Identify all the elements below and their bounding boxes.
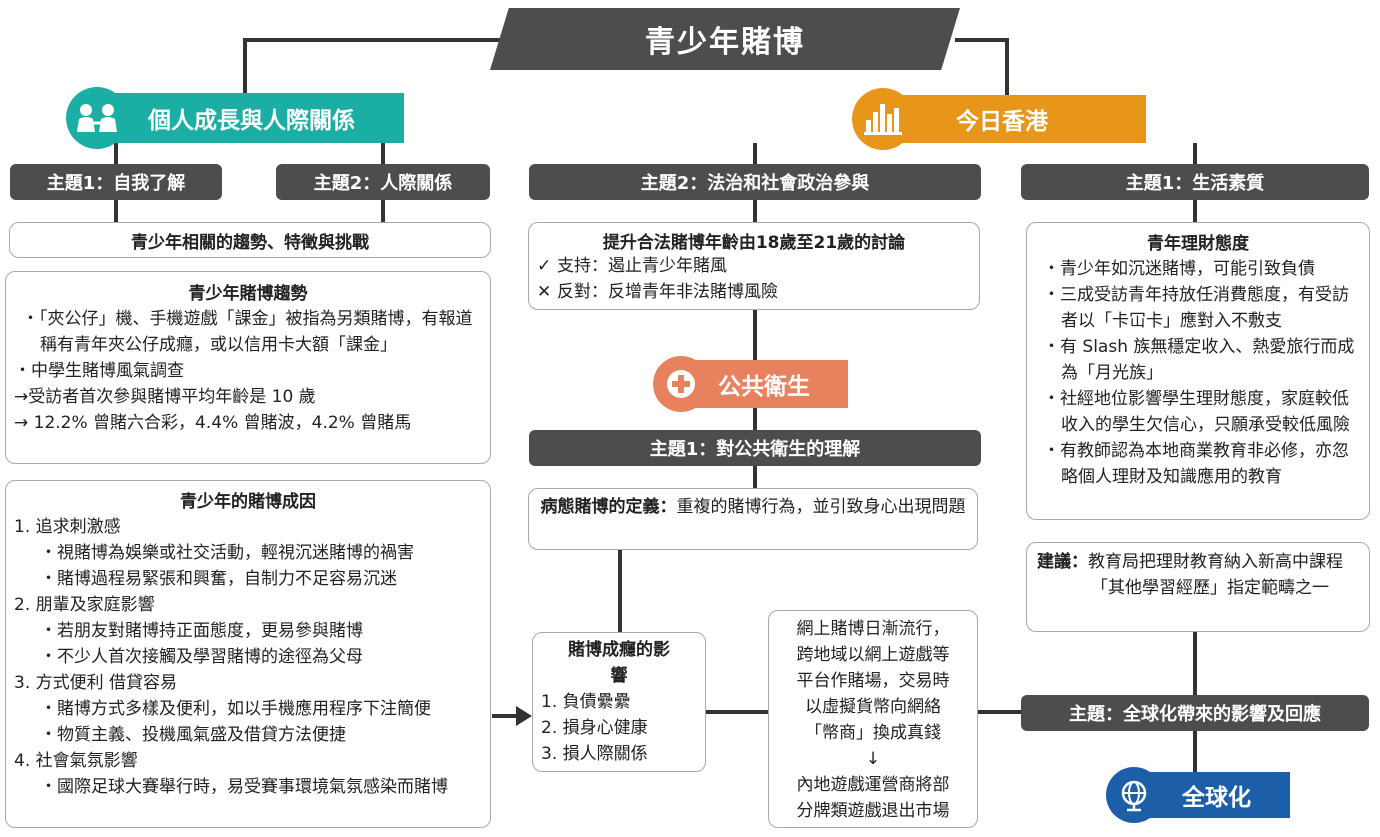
cause-4-title: 4. 社會氣氛影響 [14,751,138,771]
cross-icon: ✕ [537,282,552,302]
category-personal: 個人成長與人際關係 [66,87,404,149]
connector-title-hongkong [955,38,1009,97]
category-health: 公共衛生 [653,356,848,412]
definition-box: 病態賭博的定義：重複的賭博行為，並引致身心出現問題 [528,488,978,550]
globe-icon [1106,767,1162,823]
finance-item-5: ・有教師認為本地商業教育非必修，亦忽略個人理財及知識應用的教育 [1043,441,1349,487]
online-gambling-box: 網上賭博日漸流行， 跨地域以網上遊戲等 平台作賭場，交易時 以虛擬貨幣向網絡 「… [768,610,978,828]
gambling-trends-heading: 青少年賭博趨勢 [188,284,308,304]
theme-law: 主題2：法治和社會政治參與 [529,164,981,200]
cause-3-point-2: ・物質主義、投機風氣盛及借貸方法便捷 [40,725,346,745]
age-discussion-box: 提升合法賭博年齡由18歲至21歲的討論 ✓支持：遏止青少年賭風 ✕反對：反增青年… [528,222,980,310]
main-title: 青少年賭博 [490,8,960,70]
cause-4-point-1: ・國際足球大賽舉行時，易受賽事環境氣氛感染而賭博 [40,777,448,797]
cause-2-point-2: ・不少人首次接觸及學習賭博的途徑為父母 [40,647,363,667]
theme-health: 主題1：對公共衛生的理解 [529,430,981,466]
theme-global: 主題：全球化帶來的影響及回應 [1021,695,1369,731]
cause-1-title: 1. 追求刺激感 [14,517,121,537]
cause-3-point-1: ・賭博方式多樣及便利，如以手機應用程序下注簡便 [40,699,431,719]
impact-item-1: 1. 負債纍纍 [541,692,631,712]
gambling-trends-box: 青少年賭博趨勢 ・「夾公仔」機、手機遊戲「課金」被指為另類賭博，有報道稱有青年夾… [5,271,491,464]
cause-1-point-1: ・視賭博為娛樂或社交活動，輕視沉迷賭博的禍害 [40,543,414,563]
connector-title-personal [243,38,500,95]
finance-item-2: ・三成受訪青年持放任消費態度，有受訪者以「卡冚卡」應對入不敷支 [1043,285,1349,331]
cause-2-title: 2. 朋輩及家庭影響 [14,595,155,615]
cause-2-point-1: ・若朋友對賭博持正面態度，更易參與賭博 [40,621,363,641]
people-icon [66,87,128,149]
gambling-causes-heading: 青少年的賭博成因 [180,492,316,512]
impact-item-2: 2. 損身心健康 [541,718,648,738]
cause-1-point-2: ・賭博過程易緊張和興奮，自制力不足容易沉迷 [40,569,397,589]
finance-item-3: ・有 Slash 族無穩定收入、熱愛旅行而成為「月光族」 [1043,337,1355,383]
city-skyline-icon [852,88,914,150]
cause-3-title: 3. 方式便利 借貸容易 [14,673,178,693]
trend-banner: 青少年相關的趨勢、特徵與挑戰 [9,222,491,258]
theme-relations: 主題2：人際關係 [276,164,490,200]
finance-item-1: ・青少年如沉迷賭博，可能引致負債 [1043,259,1315,279]
arrow-head [516,706,532,726]
theme-quality: 主題1：生活素質 [1021,164,1369,200]
finance-item-4: ・社經地位影響學生理財態度，家庭較低收入的學生欠信心，只願承受較低風險 [1043,389,1350,435]
category-hongkong: 今日香港 [852,88,1146,150]
down-arrow-icon: ↓ [865,749,881,769]
addiction-impact-box: 賭博成癮的影響 1. 負債纍纍 2. 損身心健康 3. 損人際關係 [532,632,706,772]
gambling-causes-box: 青少年的賭博成因 1. 追求刺激感 ・視賭博為娛樂或社交活動，輕視沉迷賭博的禍害… [5,480,491,828]
category-global: 全球化 [1106,767,1290,823]
impact-item-3: 3. 損人際關係 [541,744,648,764]
suggestion-box: 建議：教育局把理財教育納入新高中課程「其他學習經歷」指定範疇之一 [1026,542,1370,632]
medical-cross-icon [653,356,709,412]
check-icon: ✓ [537,256,552,276]
theme-self: 主題1：自我了解 [10,164,222,200]
finance-attitude-box: 青年理財態度 ・青少年如沉迷賭博，可能引致負債 ・三成受訪青年持放任消費態度，有… [1026,222,1370,520]
